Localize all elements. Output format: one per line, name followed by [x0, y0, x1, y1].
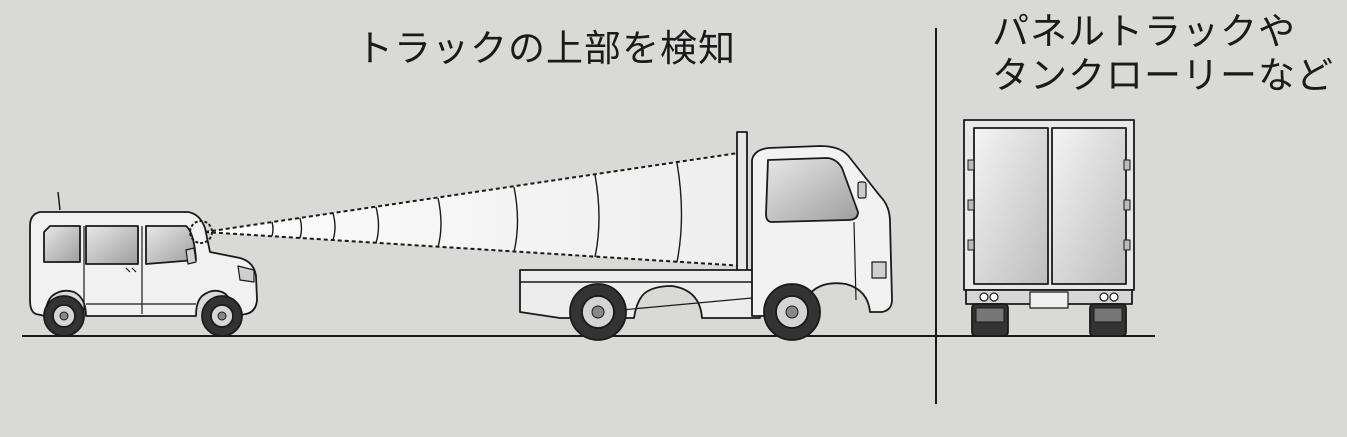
- detect-truck-top-caption: トラックの上部を検知: [356, 27, 736, 70]
- other-vehicles-caption-line2: タンクローリーなど: [992, 54, 1334, 97]
- kei-van: [29, 191, 258, 337]
- panel-truck-rear: [963, 119, 1135, 337]
- sensor-position-marker: [189, 220, 213, 244]
- other-vehicles-caption: パネルトラックや タンクローリーなど: [992, 10, 1334, 98]
- other-vehicles-caption-line1: パネルトラックや: [992, 10, 1296, 53]
- flatbed-truck: [519, 131, 893, 341]
- sensor-detection-beam: [204, 151, 746, 267]
